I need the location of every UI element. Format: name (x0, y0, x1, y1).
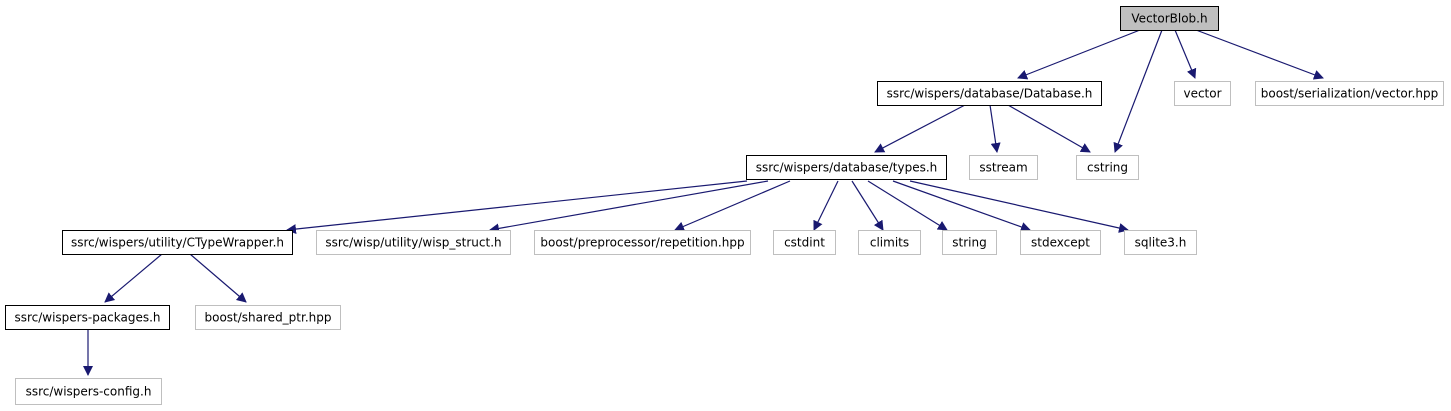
node-climits: climits (858, 230, 921, 255)
node-box-sqlite3 (1124, 230, 1197, 255)
node-box-cstring (1076, 155, 1139, 180)
node-box-vectorblob (1120, 6, 1219, 31)
node-types[interactable]: ssrc/wispers/database/types.h (746, 155, 947, 180)
node-vectorblob[interactable]: VectorBlob.h (1120, 6, 1219, 31)
node-box-boost_vector (1255, 81, 1444, 106)
node-label-sqlite3: sqlite3.h (1135, 236, 1187, 250)
node-label-climits: climits (870, 236, 909, 250)
node-label-wisp_struct: ssrc/wisp/utility/wisp_struct.h (325, 236, 501, 250)
node-cstring: cstring (1076, 155, 1139, 180)
node-box-ctypewrapper (62, 230, 293, 255)
node-wisp_struct: ssrc/wisp/utility/wisp_struct.h (316, 230, 511, 255)
node-label-packages: ssrc/wispers-packages.h (14, 311, 160, 325)
nodes-layer: VectorBlob.h ssrc/wispers/database/Databa… (5, 6, 1444, 405)
node-ctypewrapper[interactable]: ssrc/wispers/utility/CTypeWrapper.h (62, 230, 293, 255)
node-boost_vector: boost/serialization/vector.hpp (1255, 81, 1444, 106)
edge-database-to-sstream (989, 104, 1001, 153)
edge-vectorblob-to-cstring (1113, 29, 1163, 153)
node-label-cstdint: cstdint (784, 236, 825, 250)
node-label-config: ssrc/wispers-config.h (26, 385, 152, 399)
node-packages[interactable]: ssrc/wispers-packages.h (5, 305, 170, 330)
edge-database-to-cstring (1007, 104, 1091, 153)
node-label-types: ssrc/wispers/database/types.h (756, 161, 938, 175)
node-label-database: ssrc/wispers/database/Database.h (887, 87, 1093, 101)
node-box-vector (1174, 81, 1231, 106)
node-box-climits (858, 230, 921, 255)
edge-types-to-stdexcept (892, 180, 1031, 232)
node-label-shared_ptr: boost/shared_ptr.hpp (205, 311, 332, 325)
node-label-vector: vector (1183, 87, 1221, 101)
edge-types-to-climits (851, 180, 884, 231)
node-label-cstring: cstring (1087, 161, 1128, 175)
node-box-config (15, 378, 162, 405)
node-box-string (942, 230, 997, 255)
node-shared_ptr: boost/shared_ptr.hpp (195, 305, 341, 330)
node-sstream: sstream (969, 155, 1038, 180)
node-label-sstream: sstream (979, 161, 1027, 175)
node-sqlite3: sqlite3.h (1124, 230, 1197, 255)
node-box-cstdint (773, 230, 836, 255)
node-vector: vector (1174, 81, 1231, 106)
edge-types-to-wisp_struct (489, 180, 769, 234)
node-repetition: boost/preprocessor/repetition.hpp (534, 230, 751, 255)
node-config: ssrc/wispers-config.h (15, 378, 162, 405)
node-box-stdexcept (1020, 230, 1101, 255)
node-box-database (877, 81, 1102, 106)
node-string: string (942, 230, 997, 255)
node-box-types (746, 155, 947, 180)
edge-vectorblob-to-boost_vector (1195, 29, 1324, 80)
node-database[interactable]: ssrc/wispers/database/Database.h (877, 81, 1102, 106)
edge-types-to-repetition (674, 180, 791, 232)
edge-types-to-cstdint (813, 180, 839, 231)
node-box-sstream (969, 155, 1038, 180)
edges-layer (83, 29, 1324, 376)
node-box-wisp_struct (316, 230, 511, 255)
node-stdexcept: stdexcept (1020, 230, 1101, 255)
edge-types-to-sqlite3 (909, 180, 1129, 233)
node-label-stdexcept: stdexcept (1031, 236, 1090, 250)
node-box-shared_ptr (195, 305, 341, 330)
node-box-packages (5, 305, 170, 330)
node-label-repetition: boost/preprocessor/repetition.hpp (540, 236, 744, 250)
edge-types-to-string (867, 180, 948, 231)
node-label-boost_vector: boost/serialization/vector.hpp (1261, 87, 1439, 101)
node-cstdint: cstdint (773, 230, 836, 255)
edge-ctypewrapper-to-packages (104, 253, 163, 303)
edge-types-to-ctypewrapper (286, 180, 748, 235)
node-box-repetition (534, 230, 751, 255)
edge-ctypewrapper-to-shared_ptr (189, 253, 247, 303)
node-label-vectorblob: VectorBlob.h (1131, 12, 1207, 26)
node-label-string: string (952, 236, 986, 250)
edge-vectorblob-to-vector (1174, 29, 1197, 79)
node-label-ctypewrapper: ssrc/wispers/utility/CTypeWrapper.h (71, 236, 284, 250)
edge-database-to-types (874, 104, 966, 153)
edge-vectorblob-to-database (1017, 29, 1141, 80)
